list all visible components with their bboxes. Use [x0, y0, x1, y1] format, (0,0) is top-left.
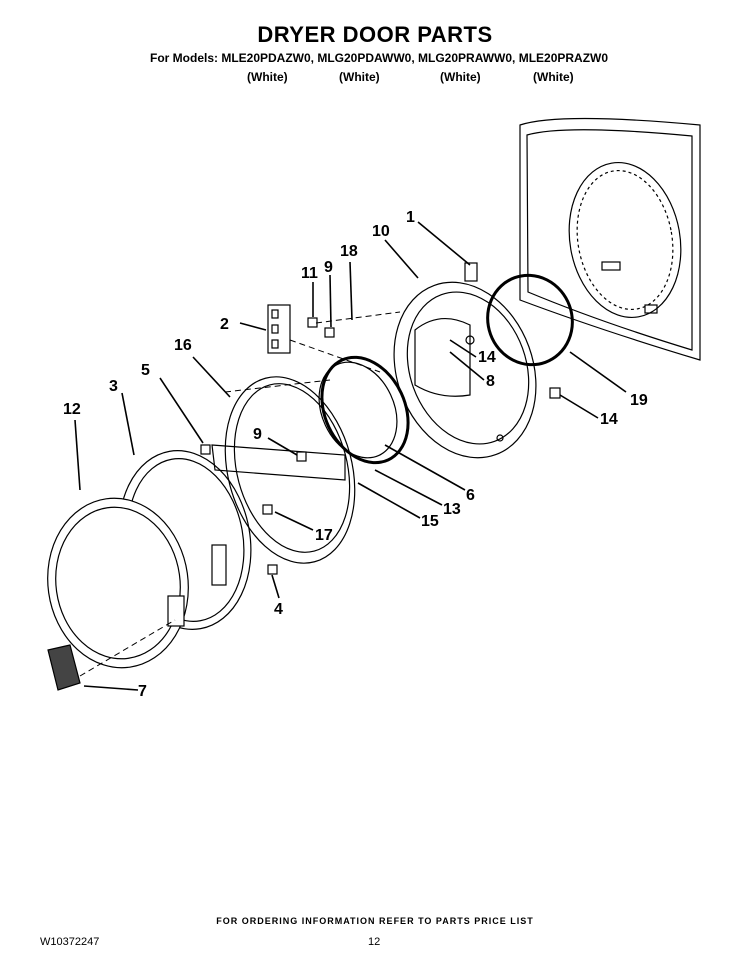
model-color-2: (White) [339, 70, 380, 84]
callout-9: 9 [324, 259, 333, 276]
callout-8: 8 [486, 373, 495, 390]
outer-door [47, 497, 189, 669]
callout-12: 12 [63, 401, 81, 418]
model-color-3: (White) [440, 70, 481, 84]
callout-5: 5 [141, 362, 150, 379]
callout-15: 15 [421, 513, 439, 530]
models-line: For Models: MLE20PDAZW0, MLG20PDAWW0, ML… [150, 51, 609, 65]
callout-13: 13 [443, 501, 461, 518]
callout-labels: 1 2 3 4 5 6 7 8 9 9 10 11 12 13 14 14 15… [63, 209, 648, 700]
hinge [267, 304, 291, 354]
callout-14: 14 [478, 349, 496, 366]
screws [200, 262, 561, 575]
callout-19: 19 [630, 392, 648, 409]
page-title: DRYER DOOR PARTS [257, 22, 493, 47]
door-liner [211, 376, 356, 564]
callout-16: 16 [174, 337, 192, 354]
model-color-4: (White) [533, 70, 574, 84]
ordering-note: FOR ORDERING INFORMATION REFER TO PARTS … [216, 916, 534, 926]
window-seal [320, 355, 410, 465]
callout-1: 1 [406, 209, 415, 226]
callout-2: 2 [220, 316, 229, 333]
alignment-lines [79, 311, 401, 677]
door-gasket [486, 273, 574, 367]
callout-14b: 14 [600, 411, 618, 428]
callout-7: 7 [138, 683, 147, 700]
callout-17: 17 [315, 527, 333, 544]
callout-11: 11 [301, 265, 318, 282]
dryer-front-panel [519, 117, 701, 361]
callout-4: 4 [274, 601, 283, 618]
page-number: 12 [368, 936, 381, 948]
door-handle [47, 644, 81, 691]
callout-6: 6 [466, 487, 475, 504]
leader-lines [74, 221, 627, 691]
door-glass [318, 361, 398, 459]
callout-3: 3 [109, 378, 118, 395]
document-number: W10372247 [40, 936, 100, 948]
callout-9b: 9 [253, 426, 262, 443]
model-color-1: (White) [247, 70, 288, 84]
callout-10: 10 [372, 223, 390, 240]
callout-18: 18 [340, 243, 358, 260]
